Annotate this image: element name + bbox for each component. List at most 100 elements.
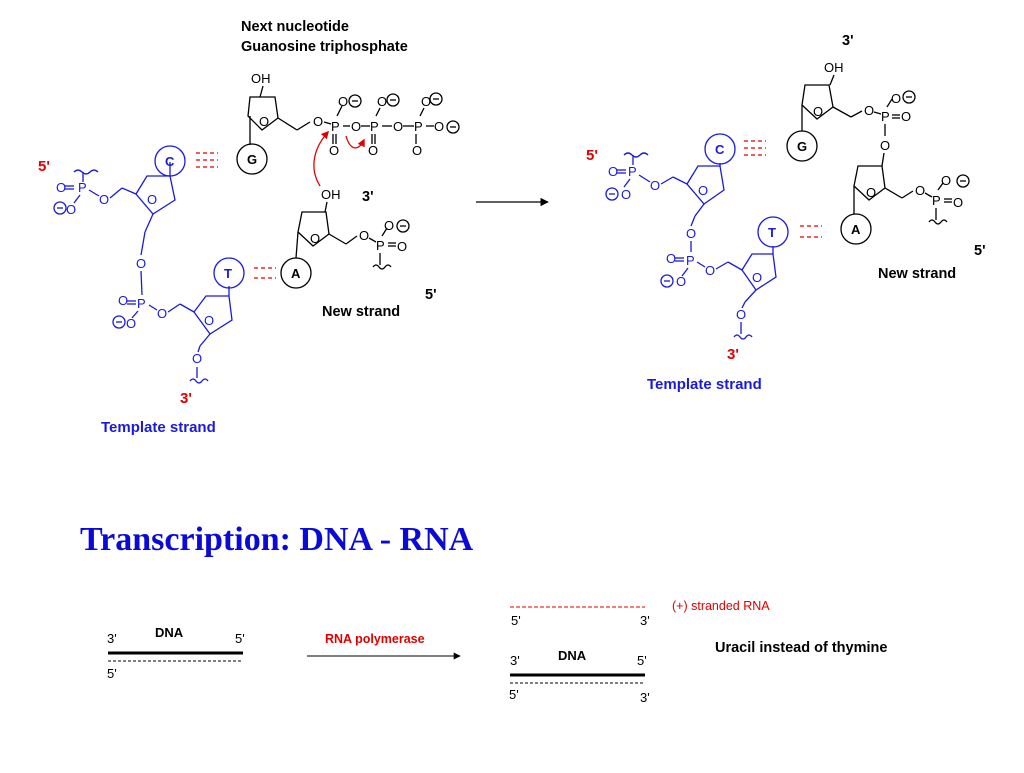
base-g-icon [786,130,818,162]
negative-charge-icon [956,174,970,188]
new-strand-right: 3' OH O G O P O O O O A [786,33,970,245]
end-5-prime-label: 5' [509,687,519,702]
oxygen-atom: O [338,94,348,109]
oxygen-atom: O [421,94,431,109]
three-prime-label: 3' [842,33,854,49]
negative-charge-icon [660,274,674,288]
base-c-icon [154,145,186,177]
base-g-label: G [797,139,807,154]
dna-label: DNA [155,625,184,640]
oxygen-atom: O [313,114,323,129]
five-prime-label: 5' [38,158,50,175]
transcription-title: Transcription: DNA - RNA [80,521,474,558]
oxygen-atom: O [397,239,407,254]
right-panel: P O O O O C O P O O [586,33,986,393]
oxygen-atom: O [192,351,202,366]
base-t-icon [757,216,789,248]
oxygen-atom: O [752,270,762,285]
base-c-icon [704,133,736,165]
oxygen-atom: O [813,104,823,119]
oxygen-atom: O [880,138,890,153]
enzyme-label: RNA polymerase [325,632,425,646]
oxygen-atom: O [204,313,214,328]
base-g-icon [236,143,268,175]
hydroxyl-group: OH [321,187,341,202]
template-strand-right: P O O O O C O P O O [605,133,789,340]
oxygen-atom: O [393,119,403,134]
oxygen-atom: O [608,164,618,179]
oxygen-atom: O [99,192,109,207]
phosphorus-atom: P [686,253,695,268]
rna-label: (+) stranded RNA [672,599,770,613]
oxygen-atom: O [705,263,715,278]
left-panel: Next nucleotide Guanosine triphosphate P… [38,19,460,436]
oxygen-atom: O [351,119,361,134]
oxygen-atom: O [56,180,66,195]
hydroxyl-group: OH [824,60,844,75]
oxygen-atom: O [953,195,963,210]
negative-charge-icon [446,120,460,134]
oxygen-atom: O [359,228,369,243]
oxygen-atom: O [666,251,676,266]
hydrogen-bonds-ta [800,225,822,238]
negative-charge-icon [902,90,916,104]
oxygen-atom: O [384,218,394,233]
negative-charge-icon [53,201,67,215]
phosphorus-atom: P [376,238,385,253]
phosphorus-atom: P [331,119,340,134]
template-strand-label: Template strand [647,376,762,393]
base-t-label: T [768,225,776,240]
phosphorus-atom: P [414,119,423,134]
oxygen-atom: O [368,143,378,158]
dna-duplex-before: 3' DNA 5' 5' [107,625,245,681]
oxygen-atom: O [329,143,339,158]
negative-charge-icon [348,94,362,108]
base-a-icon [280,257,312,289]
oxygen-atom: O [891,91,901,106]
new-strand-label: New strand [878,266,956,282]
new-strand-left: OH O A O P O O [280,187,410,289]
oxygen-atom: O [676,274,686,289]
oxygen-atom: O [650,178,660,193]
negative-charge-icon [605,187,619,201]
hydroxyl-group: OH [251,71,271,86]
oxygen-atom: O [126,316,136,331]
oxygen-atom: O [66,202,76,217]
oxygen-atom: O [377,94,387,109]
incoming-gtp: OH O G O P O O O P O [236,71,460,175]
base-t-icon [213,257,245,289]
end-5-prime-label: 5' [637,653,647,668]
oxygen-atom: O [136,256,146,271]
end-3-prime-label: 3' [510,653,520,668]
negative-charge-icon [429,92,443,106]
three-prime-label: 3' [362,189,374,205]
oxygen-atom: O [864,103,874,118]
five-prime-label: 5' [974,243,986,259]
end-3-prime-label: 3' [640,690,650,705]
oxygen-atom: O [901,109,911,124]
oxygen-atom: O [915,183,925,198]
end-5-prime-label: 5' [511,613,521,628]
oxygen-atom: O [736,307,746,322]
hydrogen-bonds-ta [254,267,276,279]
oxygen-atom: O [412,143,422,158]
next-nucleotide-label: Next nucleotide [241,19,349,35]
leaving-group-arrow [345,135,365,149]
oxygen-atom: O [118,293,128,308]
oxygen-atom: O [310,231,320,246]
dna-duplex-after: (+) stranded RNA 5' 3' 3' DNA 5' 5' 3' [509,599,770,705]
five-prime-label: 5' [586,147,598,164]
template-strand-label: Template strand [101,419,216,436]
negative-charge-icon [396,219,410,233]
end-3-prime-label: 3' [107,631,117,646]
negative-charge-icon [112,315,126,329]
end-5-prime-label: 5' [107,666,117,681]
five-prime-label: 5' [425,287,437,303]
three-prime-label: 3' [727,346,739,363]
phosphorus-atom: P [78,180,87,195]
next-nucleotide-name: Guanosine triphosphate [241,39,408,55]
negative-charge-icon [386,93,400,107]
hydrogen-bonds-cg [744,140,766,156]
